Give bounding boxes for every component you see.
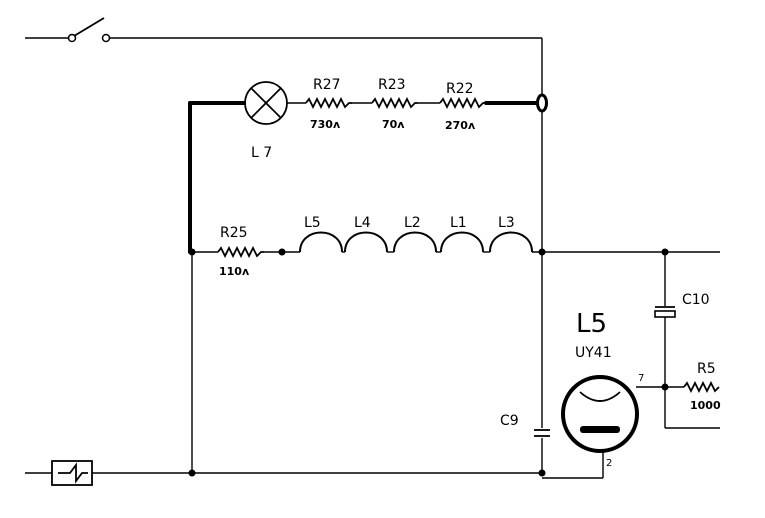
lamp-label: L 7	[251, 145, 272, 161]
tube-label: L5	[576, 309, 607, 339]
coil-branch: R25 110ʌ L5 L4 L2 L1 L3	[188, 215, 720, 278]
coil-l5	[299, 231, 343, 253]
r5-label: R5	[697, 361, 716, 377]
r23-label: R23	[378, 77, 406, 93]
r25-value: 110ʌ	[219, 265, 250, 278]
resistor-r25: R25 110ʌ	[217, 225, 264, 278]
r25-label: R25	[220, 225, 248, 241]
tube-cathode	[580, 426, 620, 433]
resistor-r5: R5 1000	[665, 361, 721, 412]
coil-label-l1: L1	[450, 215, 467, 231]
junction-top	[536, 93, 548, 113]
tube-pin-cathode: 2	[606, 458, 612, 469]
resistor-r23: R23 70ʌ	[371, 77, 418, 131]
coil-l2	[393, 231, 437, 253]
bottom-bus	[25, 460, 546, 486]
r27-label: R27	[313, 77, 341, 93]
lamp-l7: L 7	[244, 81, 288, 161]
r5-value: 1000	[690, 399, 721, 412]
coil-label-l4: L4	[354, 215, 371, 231]
r22-label: R22	[446, 81, 474, 97]
tube-type: UY41	[575, 345, 612, 361]
right-branch: C10 R5 1000	[654, 248, 721, 429]
coil-label-l5: L5	[304, 215, 321, 231]
c10-label: C10	[682, 292, 710, 308]
lamp-branch: L 7 R27 730ʌ R23 70ʌ R22 270ʌ	[188, 77, 548, 254]
coil-l3	[489, 231, 533, 253]
capacitor-c9: C9	[500, 413, 551, 438]
tube-pin-anode: 7	[638, 373, 644, 384]
coil-l1	[440, 231, 484, 253]
capacitor-c10: C10	[654, 292, 710, 318]
r27-value: 730ʌ	[310, 118, 341, 131]
r23-value: 70ʌ	[382, 118, 405, 131]
coil-l4	[344, 231, 388, 253]
coil-label-l3: L3	[498, 215, 515, 231]
coil-label-l2: L2	[404, 215, 421, 231]
r22-value: 270ʌ	[445, 119, 476, 132]
switch	[25, 17, 542, 43]
resistor-r22: R22 270ʌ	[439, 81, 486, 132]
resistor-r27: R27 730ʌ	[305, 77, 352, 131]
c9-label: C9	[500, 413, 519, 429]
rectifier-tube: L5 UY41 7 2	[542, 309, 665, 479]
fuse	[51, 460, 93, 486]
